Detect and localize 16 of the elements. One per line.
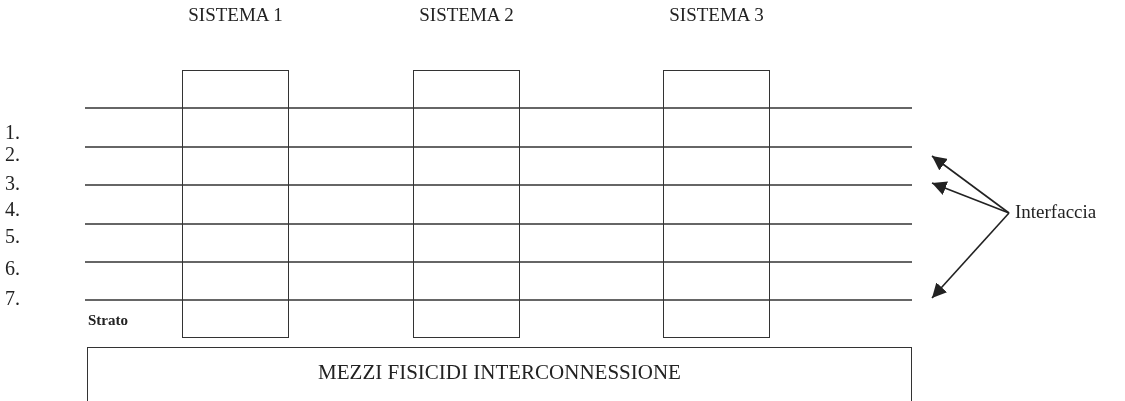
layer-number: 3. — [5, 172, 20, 195]
callout-text: Interfaccia — [1015, 201, 1097, 223]
layer-number: 6. — [5, 257, 20, 280]
system-label: SISTEMA 1 — [187, 4, 284, 26]
system-label: SISTEMA 3 — [668, 4, 765, 26]
leader-arrow — [931, 212, 1010, 299]
leader-arrow — [931, 155, 1010, 214]
medium-box: MEZZI FISICIDI INTERCONNESSIONE — [87, 347, 912, 401]
layer-number: 2. — [5, 143, 20, 166]
leader-arrow — [931, 181, 1010, 214]
layer-number: 7. — [5, 287, 20, 310]
axis-caption: Strato — [88, 312, 128, 329]
layer-number: 5. — [5, 225, 20, 248]
system-label: SISTEMA 2 — [418, 4, 515, 26]
layer-number: 1. — [5, 121, 20, 144]
layer-number: 4. — [5, 198, 20, 221]
